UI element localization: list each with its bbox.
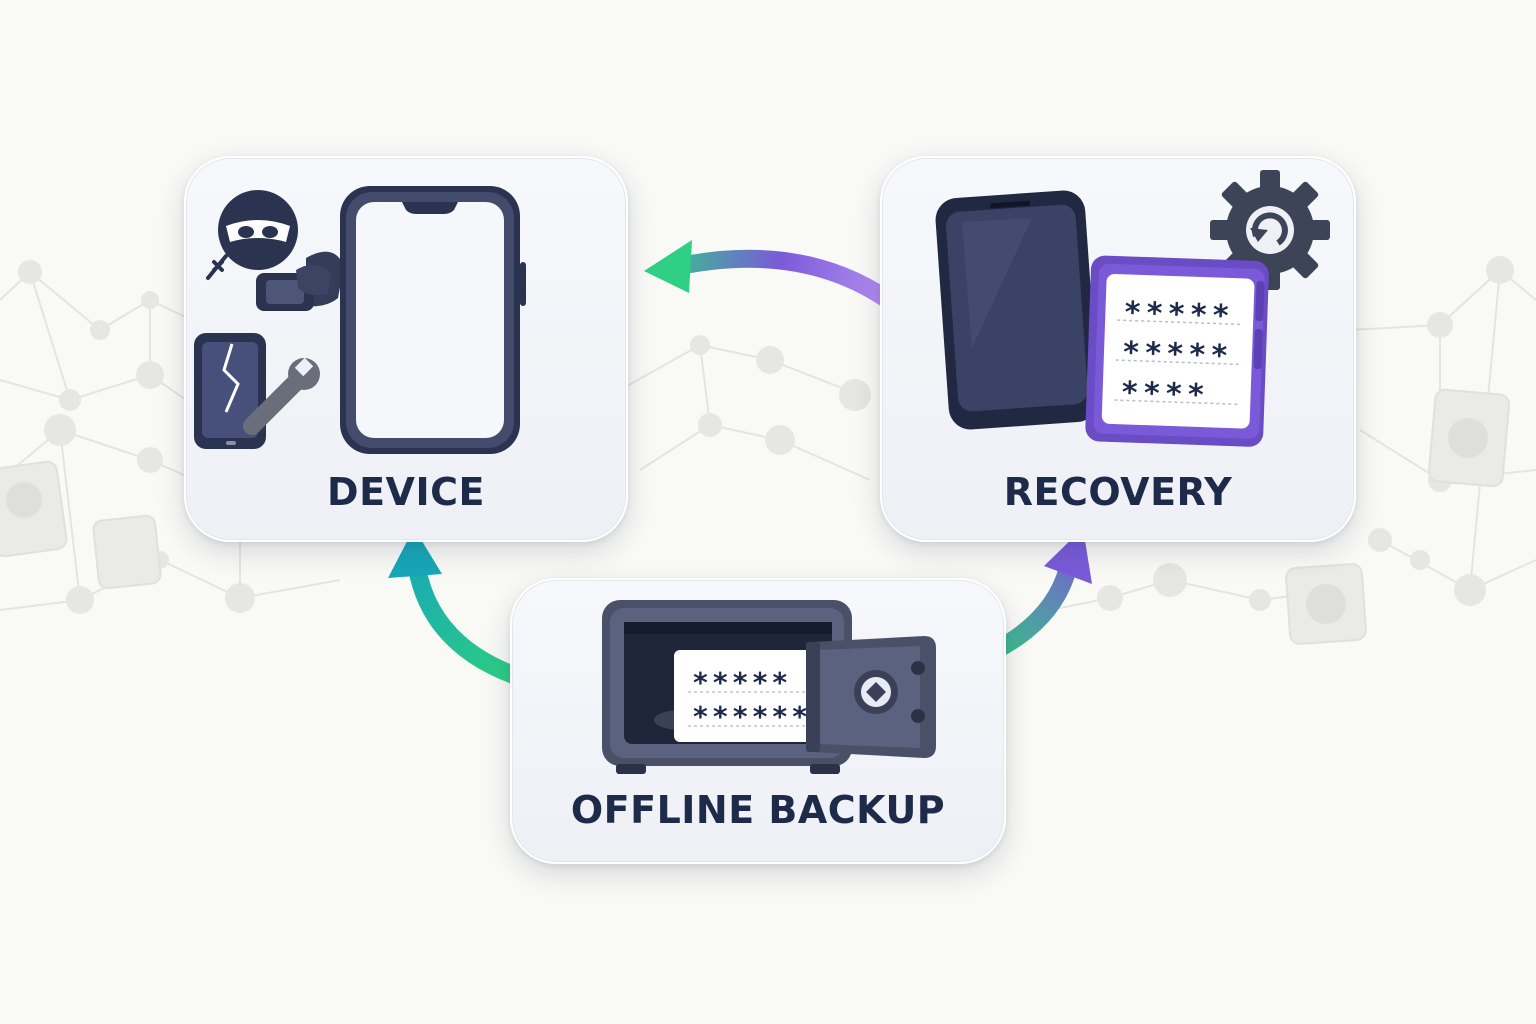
- code-card-icon: ***** ***** ****: [1085, 255, 1269, 447]
- wrench-icon: [243, 357, 320, 435]
- smartphone-icon: [340, 186, 526, 454]
- recovery-illustration: ***** ***** ****: [935, 170, 1330, 447]
- arrow-backup-to-device: [388, 528, 537, 689]
- device-illustration: [194, 186, 526, 454]
- safe-icon: ***** ******: [602, 600, 936, 774]
- thief-icon: [206, 190, 344, 311]
- recovery-card: ***** ***** **** RECOVERY: [880, 156, 1356, 542]
- recovery-code-line-3: ****: [1120, 375, 1209, 413]
- backup-code-line-1: *****: [692, 666, 791, 699]
- device-label: DEVICE: [327, 470, 485, 514]
- recovery-code-line-1: *****: [1123, 295, 1234, 334]
- backup-card: ***** ****** OFFLINE BACKUP: [510, 578, 1006, 864]
- recovery-label: RECOVERY: [1003, 470, 1233, 514]
- smartphone-icon: [935, 190, 1099, 430]
- recovery-code-line-2: *****: [1121, 335, 1232, 374]
- arrow-recovery-to-device: [644, 240, 894, 307]
- backup-illustration: ***** ******: [602, 600, 936, 774]
- device-card: DEVICE: [184, 156, 628, 542]
- gear-sync-icon: [1210, 170, 1330, 290]
- backup-code-line-2: ******: [692, 700, 811, 733]
- backup-label: OFFLINE BACKUP: [570, 788, 946, 832]
